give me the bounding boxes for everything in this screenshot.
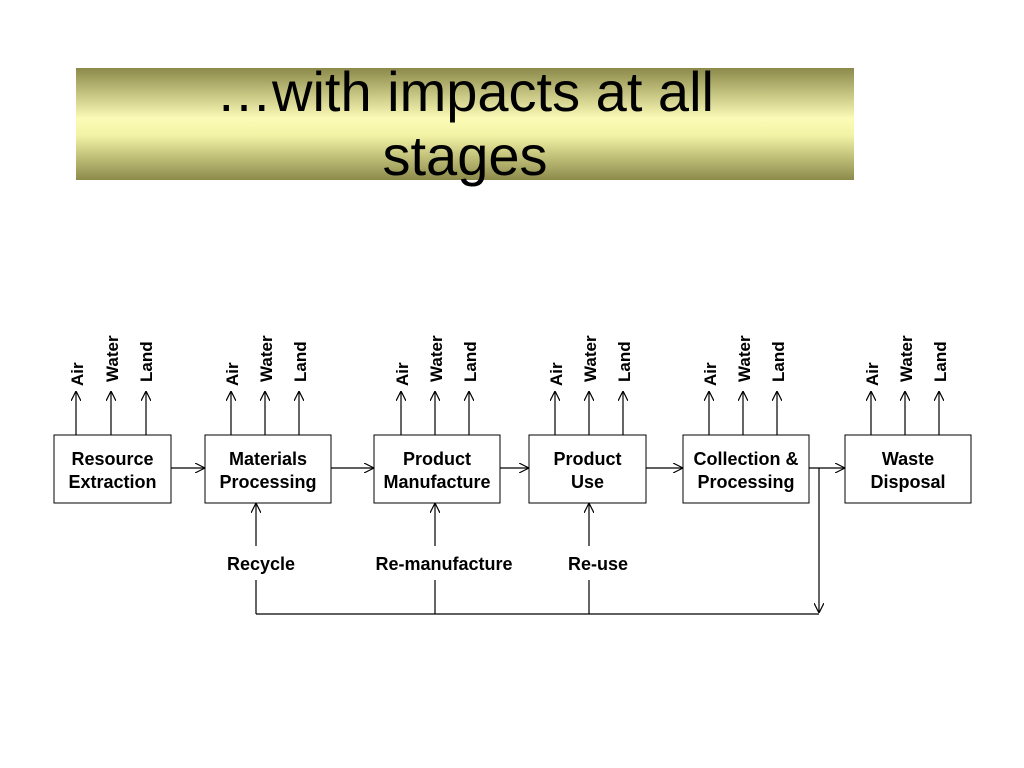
stage-label-line1: Waste	[882, 449, 934, 469]
title-band	[76, 68, 854, 180]
impact-label-air: Air	[547, 362, 566, 386]
stage-label-line1: Product	[403, 449, 471, 469]
impact-arrows	[76, 392, 939, 435]
impact-label-land: Land	[931, 341, 950, 382]
impact-label-air: Air	[701, 362, 720, 386]
slide-title: …with impacts at all stages	[216, 60, 714, 187]
feedback-loop	[256, 468, 819, 615]
loop-label-remanufacture: Re-manufacture	[375, 554, 512, 574]
impact-label-land: Land	[769, 341, 788, 382]
impact-label-air: Air	[393, 362, 412, 386]
impact-label-water: Water	[103, 335, 122, 382]
impact-label-land: Land	[291, 341, 310, 382]
stage-label-line2: Disposal	[870, 472, 945, 492]
impact-label-water: Water	[581, 335, 600, 382]
stage-label-line1: Collection &	[693, 449, 798, 469]
loop-label-reuse: Re-use	[568, 554, 628, 574]
impact-label-water: Water	[427, 335, 446, 382]
stage-label-line2: Processing	[219, 472, 316, 492]
impact-labels: Air Water Land Air Water Land Air Water …	[68, 335, 950, 386]
stage-label-line2: Manufacture	[383, 472, 490, 492]
stage-collection-processing: Collection & Processing	[682, 434, 810, 504]
impact-label-water: Water	[897, 335, 916, 382]
impact-label-air: Air	[68, 362, 87, 386]
impact-label-land: Land	[615, 341, 634, 382]
stage-label-line1: Resource	[71, 449, 153, 469]
stage-label-line1: Materials	[229, 449, 307, 469]
impact-label-water: Water	[735, 335, 754, 382]
stage-waste-disposal: Waste Disposal	[844, 434, 972, 504]
stage-product-use: Product Use	[528, 434, 647, 504]
impact-label-land: Land	[137, 341, 156, 382]
stage-label-line2: Use	[571, 472, 604, 492]
stage-resource-extraction: Resource Extraction	[53, 434, 172, 504]
stage-product-manufacture: Product Manufacture	[373, 434, 501, 504]
impact-label-air: Air	[223, 362, 242, 386]
stage-label-line2: Processing	[697, 472, 794, 492]
impact-label-water: Water	[257, 335, 276, 382]
stage-materials-processing: Materials Processing	[204, 434, 332, 504]
loop-label-recycle: Recycle	[227, 554, 295, 574]
impact-label-land: Land	[461, 341, 480, 382]
stage-label-line2: Extraction	[68, 472, 156, 492]
stage-label-line1: Product	[553, 449, 621, 469]
impact-label-air: Air	[863, 362, 882, 386]
